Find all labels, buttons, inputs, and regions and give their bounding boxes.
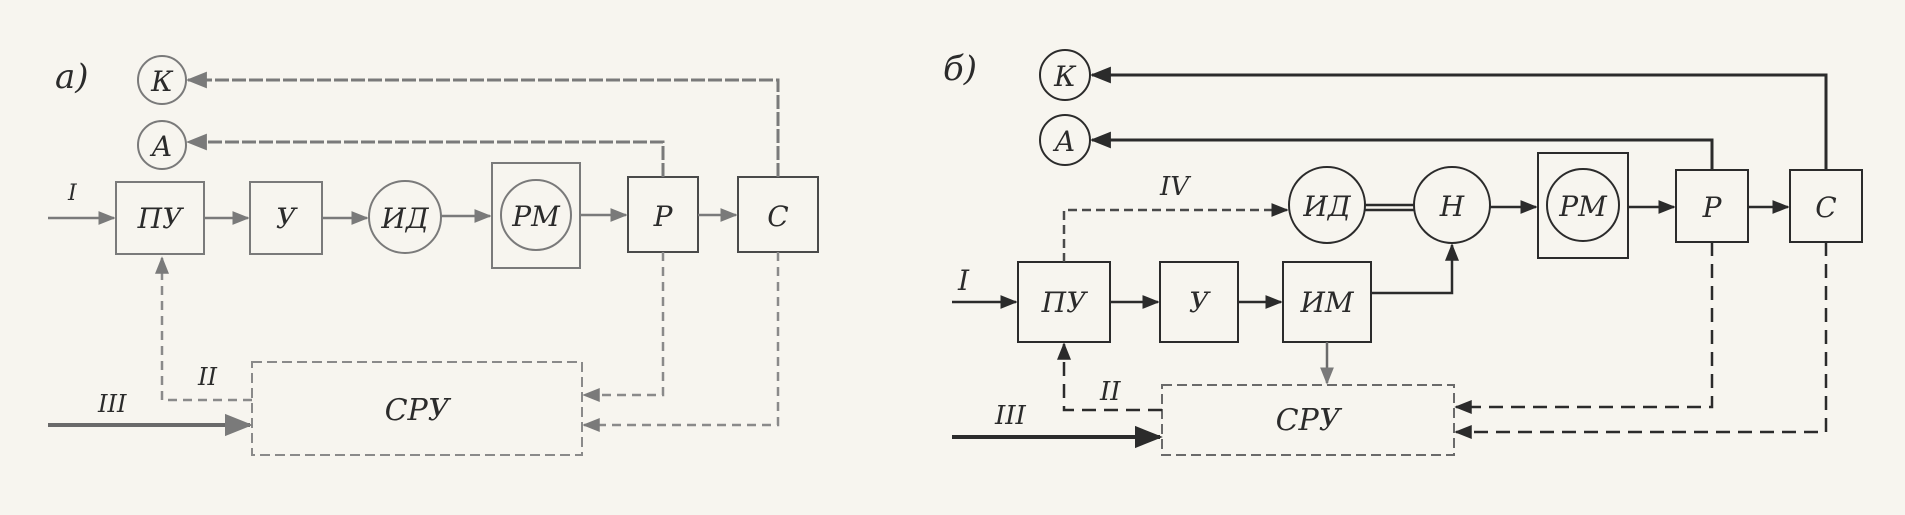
panel-b-iv-line bbox=[1062, 203, 1289, 262]
panel-a-k-label: К bbox=[150, 65, 174, 98]
panel-b-n-label: Н bbox=[1439, 190, 1465, 223]
panel-b-rm-circle bbox=[1546, 168, 1620, 242]
panel-b-r-label: Р bbox=[1702, 191, 1723, 224]
panel-a-id-label: ИД bbox=[380, 202, 429, 235]
panel-b-rm-label: РМ bbox=[1558, 190, 1608, 223]
panel-b-signal-iv: IV bbox=[1159, 172, 1191, 202]
panel-b-a-label: А bbox=[1052, 125, 1075, 158]
panel-a-signal-ii: II bbox=[197, 363, 217, 391]
panel-b-pu-label: ПУ bbox=[1041, 286, 1088, 319]
panel-a-u-label: У bbox=[276, 202, 298, 235]
panel-b-signal-iii: III bbox=[994, 401, 1027, 431]
panel-b-label: б) bbox=[943, 49, 977, 89]
panel-b-k-label: К bbox=[1053, 60, 1077, 93]
panel-a-rm-circle bbox=[500, 179, 572, 251]
panel-b-im-label: ИМ bbox=[1299, 286, 1354, 319]
panel-a-c-label: С bbox=[767, 200, 788, 233]
panel-a: а) К А ПУ У ИД РМ Р С СРУ bbox=[48, 55, 819, 456]
panel-a-pu-label: ПУ bbox=[137, 202, 184, 235]
panel-b-input-signal: I bbox=[957, 264, 970, 297]
panel-b-main-chain bbox=[952, 200, 1790, 385]
panel-a-r-label: Р bbox=[653, 200, 674, 233]
panel-a-sru-block bbox=[251, 361, 583, 456]
panel-b: б) К А ПУ У ИМ ИД Н РМ Р С СРУ bbox=[943, 49, 1863, 456]
panel-b-sru-label: СРУ bbox=[1276, 403, 1343, 438]
panel-a-a-label: А bbox=[149, 130, 172, 163]
panel-a-signal-iii: III bbox=[97, 390, 127, 418]
panel-b-id-label: ИД bbox=[1302, 190, 1351, 223]
panel-a-sru-label: СРУ bbox=[385, 393, 452, 428]
panel-b-monitor-lines bbox=[1089, 66, 1828, 170]
panel-b-feedback-lines bbox=[1057, 242, 1828, 439]
panel-a-feedback-lines bbox=[155, 252, 780, 432]
panel-a-monitor-lines bbox=[185, 71, 780, 177]
panel-a-label: а) bbox=[55, 57, 89, 97]
panel-b-u-label: У bbox=[1189, 286, 1211, 319]
panel-b-c-label: С bbox=[1815, 191, 1836, 224]
panel-a-main-chain bbox=[48, 208, 738, 225]
panel-b-rm-block bbox=[1537, 152, 1629, 259]
panel-a-input-signal: I bbox=[67, 181, 78, 206]
panel-b-signal-ii: II bbox=[1099, 377, 1121, 407]
panel-a-rm-label: РМ bbox=[511, 200, 561, 233]
